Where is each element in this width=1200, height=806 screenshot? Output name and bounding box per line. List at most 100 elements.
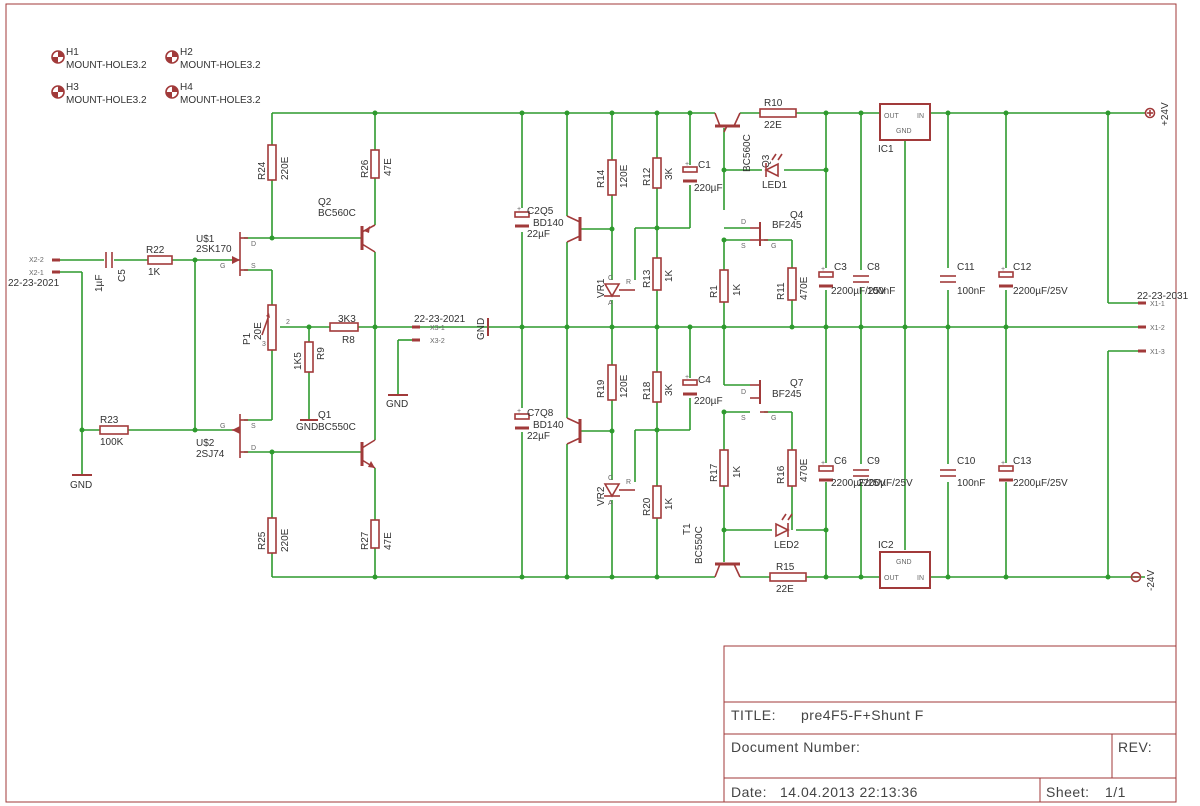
q5-value: BD140 (533, 218, 564, 229)
q4-value: BF245 (772, 220, 802, 231)
c6-value: 2200µF/25V (831, 478, 886, 489)
mount-holes: H1 MOUNT-HOLE3.2 H2 MOUNT-HOLE3.2 H3 MOU… (51, 47, 261, 106)
u2-name: U$2 (196, 438, 215, 449)
jfet-u1[interactable]: U$1 2SK170 D G S (196, 232, 256, 276)
vr1-name: VR1 (596, 278, 607, 298)
supply-plus24[interactable]: +24V (1144, 102, 1172, 126)
ic2-pin-in: IN (917, 575, 924, 582)
r15-name: R15 (776, 562, 795, 573)
vr2-pin-c: C (608, 475, 613, 482)
transistor-t1[interactable]: T1 BC550C (682, 523, 741, 578)
resistor-r12[interactable]: R12 3K (642, 157, 675, 189)
resistor-r17[interactable]: R17 1K (709, 449, 743, 487)
regulator-ic2[interactable]: GND OUT IN IC2 (878, 540, 931, 589)
transistor-q2[interactable]: Q2 BC560C (318, 197, 376, 253)
resistor-r8[interactable]: 3K3 R8 (329, 314, 359, 346)
led1-name: LED1 (762, 180, 787, 191)
r10-value: 22E (764, 120, 782, 131)
resistor-r13[interactable]: R13 1K (642, 257, 675, 291)
resistor-r20[interactable]: R20 1K (642, 485, 675, 519)
resistor-r10[interactable]: R10 22E (759, 98, 797, 131)
svg-text:+: + (517, 206, 521, 213)
resistor-r9[interactable]: 1K5 R9 (293, 341, 327, 373)
mount-hole-h1-value: MOUNT-HOLE3.2 (66, 60, 147, 71)
r14-value: 120E (619, 164, 630, 188)
transistor-q3[interactable]: BC560C Q3 (714, 112, 772, 172)
r23-value: 100K (100, 437, 124, 448)
potentiometer-p1[interactable]: P1 20E 2 3 (242, 304, 290, 351)
transistor-q8[interactable]: Q8 BD140 (533, 408, 582, 445)
transistor-q1[interactable]: Q1 BC550C (318, 410, 376, 469)
mount-hole-h3-value: MOUNT-HOLE3.2 (66, 95, 147, 106)
p1-pin-3: 3 (262, 341, 266, 348)
led-2[interactable]: LED2 (774, 513, 799, 551)
capacitor-c8[interactable]: C8 100nF (853, 262, 895, 297)
jfet-u2[interactable]: U$2 2SJ74 S G D (196, 414, 256, 460)
capacitor-c10[interactable]: C10 100nF (940, 456, 985, 489)
jfet-q7[interactable]: Q7 BF245 D S G (741, 378, 804, 422)
r24-name: R24 (257, 161, 268, 180)
capacitor-c13[interactable]: + C13 2200µF/25V (998, 456, 1068, 489)
capacitor-c5[interactable]: 1µF C5 (94, 252, 128, 292)
r27-name: R27 (360, 531, 371, 550)
resistor-r16[interactable]: R16 470E (776, 449, 810, 487)
x3-1-label: X3-1 (430, 325, 445, 332)
led-1[interactable]: LED1 (762, 153, 787, 191)
x3-value: 22-23-2021 (414, 314, 466, 325)
transistor-q5[interactable]: Q5 BD140 (533, 206, 582, 243)
x2-2-label: X2-2 (29, 257, 44, 264)
mount-hole-h4-name: H4 (180, 82, 193, 93)
r18-name: R18 (642, 381, 653, 400)
capacitor-c6[interactable]: + C6 2200µF/25V (818, 456, 886, 489)
shunt-ref-vr2[interactable]: VR2 C R A (596, 475, 635, 507)
jfet-q4[interactable]: Q4 BF245 D S G (741, 210, 804, 250)
c13-value: 2200µF/25V (1013, 478, 1068, 489)
resistor-r1[interactable]: R1 1K (709, 269, 743, 303)
r22-name: R22 (146, 245, 165, 256)
svg-text:+: + (1001, 266, 1005, 273)
resistor-r26[interactable]: R26 47E (360, 149, 394, 179)
q3-value: BC560C (742, 134, 753, 172)
capacitor-c11[interactable]: C11 100nF (940, 262, 985, 297)
r18-value: 3K (664, 383, 675, 396)
capacitor-c3[interactable]: + C3 2200µF/25V (818, 262, 886, 297)
resistor-r11[interactable]: R11 470E (776, 267, 810, 301)
capacitor-c4[interactable]: + C4 220µF (682, 374, 723, 407)
mount-hole-h2-name: H2 (180, 47, 193, 58)
connector-x1[interactable]: 22-23-2031 X1-1 X1-2 X1-3 (1137, 291, 1189, 356)
resistor-r24[interactable]: R24 220E (257, 144, 291, 181)
q4-pin-s: S (741, 243, 746, 250)
capacitor-c12[interactable]: + C12 2200µF/25V (998, 262, 1068, 297)
x2-value: 22-23-2021 (8, 278, 60, 289)
capacitor-c9[interactable]: C9 2200µF/25V (853, 456, 913, 489)
q4-name: Q4 (790, 210, 804, 221)
led2-name: LED2 (774, 540, 799, 551)
resistor-r22[interactable]: R22 1K (146, 245, 173, 278)
capacitor-c2[interactable]: + C2 22µF (514, 206, 550, 240)
connector-x2[interactable]: X2-2 X2-1 22-23-2021 (8, 257, 60, 289)
ic1-pin-in: IN (917, 113, 924, 120)
resistor-r25[interactable]: R25 220E (257, 517, 291, 554)
r9-name: R9 (316, 347, 327, 360)
u1-pin-s: S (251, 263, 256, 270)
resistor-r23[interactable]: R23 100K (99, 415, 129, 448)
mount-hole-h3-name: H3 (66, 82, 79, 93)
date-value: 14.04.2013 22:13:36 (780, 784, 918, 800)
regulator-ic1[interactable]: OUT IN GND IC1 (878, 103, 931, 155)
resistor-r15[interactable]: R15 22E (769, 562, 807, 595)
supply-minus24[interactable]: -24V (1130, 570, 1158, 591)
resistor-r18[interactable]: R18 3K (642, 371, 675, 403)
q1-name: Q1 (318, 410, 332, 421)
mount-hole-h1-name: H1 (66, 47, 79, 58)
connector-x3[interactable]: 22-23-2021 X3-1 X3-2 (412, 314, 466, 345)
resistor-r27[interactable]: R27 47E (360, 519, 394, 550)
capacitor-c7[interactable]: + C7 22µF (514, 408, 550, 442)
title-block: TITLE: pre4F5-F+Shunt F Document Number:… (731, 707, 1152, 800)
c8-name: C8 (867, 262, 880, 273)
shunt-ref-vr1[interactable]: VR1 C R A (596, 275, 635, 307)
q2-name: Q2 (318, 197, 332, 208)
resistor-r19[interactable]: R19 120E (596, 364, 630, 401)
capacitor-c1[interactable]: + C1 220µF (682, 160, 723, 194)
x1-1-label: X1-1 (1150, 301, 1165, 308)
resistor-r14[interactable]: R14 120E (596, 159, 630, 196)
